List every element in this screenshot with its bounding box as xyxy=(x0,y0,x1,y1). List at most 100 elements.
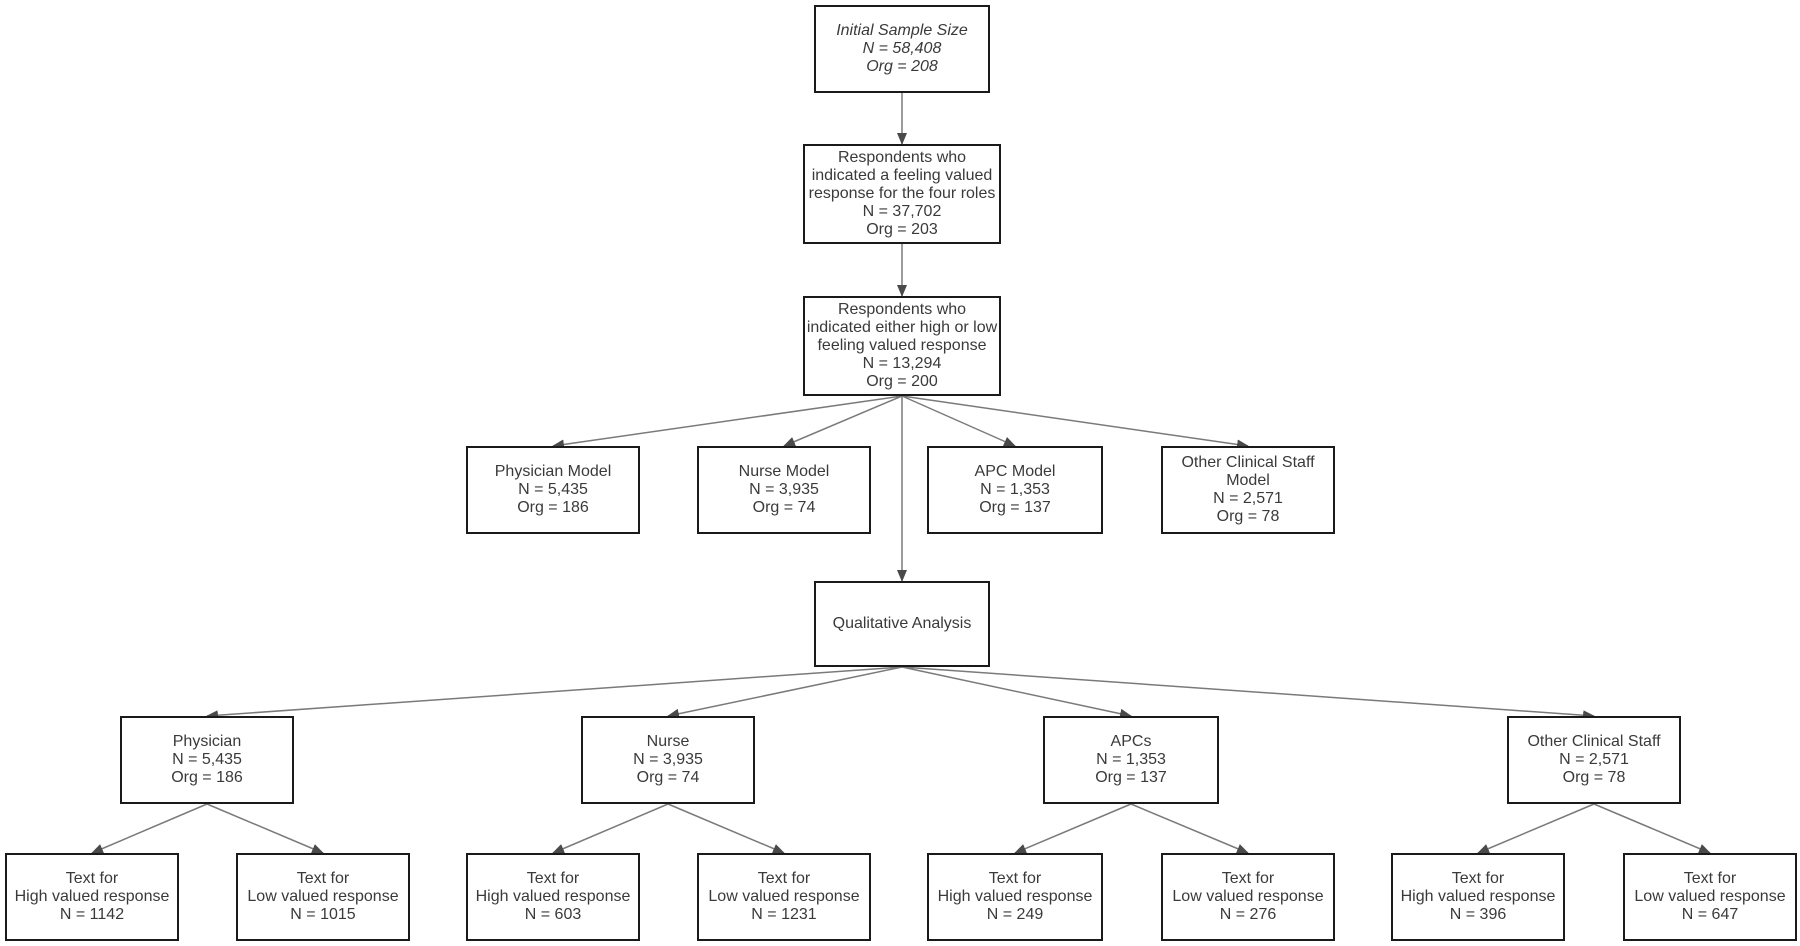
physician-model-org: Org = 186 xyxy=(517,499,589,516)
qualitative-analysis-box: Qualitative Analysis xyxy=(814,581,990,667)
nurse-model-org: Org = 74 xyxy=(752,499,816,516)
nurse-n: N = 3,935 xyxy=(633,751,703,768)
text-box-line-1: Text for xyxy=(296,870,350,887)
connector-arrow xyxy=(901,666,1595,721)
physician-model-box: Physician Model N = 5,435 Org = 186 xyxy=(466,446,640,534)
text-box-line-2: Low valued response xyxy=(1172,888,1324,905)
nurse-low-text-box: Text for Low valued response N = 1231 xyxy=(697,853,871,941)
other-low-text-box: Text for Low valued response N = 647 xyxy=(1623,853,1797,941)
physician-high-text-box: Text for High valued response N = 1142 xyxy=(5,853,179,941)
text-box-n: N = 249 xyxy=(986,906,1044,923)
connector-arrow xyxy=(901,395,1249,450)
connector-arrow xyxy=(667,666,903,719)
text-box-line-1: Text for xyxy=(1221,870,1275,887)
nurse-model-box: Nurse Model N = 3,935 Org = 74 xyxy=(697,446,871,534)
physician-model-n: N = 5,435 xyxy=(518,481,588,498)
physician-title: Physician xyxy=(172,733,242,750)
connector-arrow xyxy=(552,803,669,854)
text-box-line-1: Text for xyxy=(1683,870,1737,887)
text-box-n: N = 396 xyxy=(1449,906,1507,923)
high-low-line-1: Respondents who xyxy=(837,301,967,318)
apc-model-box: APC Model N = 1,353 Org = 137 xyxy=(927,446,1103,534)
initial-sample-title: Initial Sample Size xyxy=(836,22,968,39)
initial-sample-box: Initial Sample Size N = 58,408 Org = 208 xyxy=(814,5,990,93)
other-model-org: Org = 78 xyxy=(1216,508,1280,525)
other-model-n: N = 2,571 xyxy=(1213,490,1283,507)
nurse-model-n: N = 3,935 xyxy=(749,481,819,498)
text-box-line-1: Text for xyxy=(757,870,811,887)
text-box-line-2: High valued response xyxy=(475,888,631,905)
other-org: Org = 78 xyxy=(1562,769,1626,786)
apc-model-title: APC Model xyxy=(974,463,1056,480)
text-box-line-1: Text for xyxy=(65,870,119,887)
initial-sample-n: N = 58,408 xyxy=(862,40,942,57)
nurse-box: Nurse N = 3,935 Org = 74 xyxy=(581,716,755,804)
physician-box: Physician N = 5,435 Org = 186 xyxy=(120,716,294,804)
high-low-response-box: Respondents who indicated either high or… xyxy=(803,296,1001,396)
text-box-n: N = 276 xyxy=(1219,906,1277,923)
feeling-valued-box: Respondents who indicated a feeling valu… xyxy=(803,144,1001,244)
feeling-valued-line-2: indicated a feeling valued xyxy=(811,167,993,184)
other-high-text-box: Text for High valued response N = 396 xyxy=(1391,853,1565,941)
physician-low-text-box: Text for Low valued response N = 1015 xyxy=(236,853,410,941)
text-box-line-2: Low valued response xyxy=(708,888,860,905)
high-low-line-3: feeling valued response xyxy=(817,337,987,354)
high-low-n: N = 13,294 xyxy=(862,355,942,372)
feeling-valued-line-3: response for the four roles xyxy=(808,185,996,202)
text-box-line-2: Low valued response xyxy=(247,888,399,905)
nurse-model-title: Nurse Model xyxy=(738,463,830,480)
text-box-line-2: Low valued response xyxy=(1634,888,1786,905)
apcs-title: APCs xyxy=(1110,733,1152,750)
connector-arrow xyxy=(91,803,208,854)
other-clinical-staff-box: Other Clinical Staff N = 2,571 Org = 78 xyxy=(1507,716,1681,804)
feeling-valued-n: N = 37,702 xyxy=(862,203,942,220)
nurse-high-text-box: Text for High valued response N = 603 xyxy=(466,853,640,941)
nurse-title: Nurse xyxy=(646,733,690,750)
other-n: N = 2,571 xyxy=(1559,751,1629,768)
other-model-title-1: Other Clinical Staff xyxy=(1181,454,1315,471)
connector-arrow xyxy=(1477,803,1595,854)
qualitative-analysis-title: Qualitative Analysis xyxy=(832,615,972,632)
connector-arrow xyxy=(901,666,1132,719)
connector-arrow xyxy=(667,803,785,854)
connector-arrow xyxy=(1014,803,1132,854)
text-box-line-2: High valued response xyxy=(937,888,1093,905)
initial-sample-org: Org = 208 xyxy=(866,58,938,75)
connector-arrow xyxy=(206,803,324,854)
feeling-valued-line-1: Respondents who xyxy=(837,149,967,166)
feeling-valued-org: Org = 203 xyxy=(866,221,938,238)
connector-arrow xyxy=(1130,803,1249,854)
apcs-org: Org = 137 xyxy=(1095,769,1167,786)
connector-arrow xyxy=(783,395,903,447)
high-low-org: Org = 200 xyxy=(866,373,938,390)
text-box-n: N = 647 xyxy=(1681,906,1739,923)
connector-arrow xyxy=(901,395,1016,447)
apcs-high-text-box: Text for High valued response N = 249 xyxy=(927,853,1103,941)
physician-model-title: Physician Model xyxy=(494,463,612,480)
text-box-n: N = 1142 xyxy=(59,906,125,923)
other-title: Other Clinical Staff xyxy=(1527,733,1661,750)
apcs-low-text-box: Text for Low valued response N = 276 xyxy=(1161,853,1335,941)
text-box-n: N = 1231 xyxy=(751,906,817,923)
connector-arrow xyxy=(206,666,903,721)
text-box-n: N = 603 xyxy=(524,906,582,923)
text-box-n: N = 1015 xyxy=(290,906,356,923)
nurse-org: Org = 74 xyxy=(636,769,700,786)
connector-arrow xyxy=(552,395,903,450)
text-box-line-1: Text for xyxy=(1451,870,1505,887)
apcs-box: APCs N = 1,353 Org = 137 xyxy=(1043,716,1219,804)
apc-model-org: Org = 137 xyxy=(979,499,1051,516)
other-clinical-staff-model-box: Other Clinical Staff Model N = 2,571 Org… xyxy=(1161,446,1335,534)
physician-org: Org = 186 xyxy=(171,769,243,786)
text-box-line-1: Text for xyxy=(526,870,580,887)
text-box-line-2: High valued response xyxy=(14,888,170,905)
apc-model-n: N = 1,353 xyxy=(980,481,1050,498)
apcs-n: N = 1,353 xyxy=(1096,751,1166,768)
high-low-line-2: indicated either high or low xyxy=(806,319,998,336)
physician-n: N = 5,435 xyxy=(172,751,242,768)
connector-arrow xyxy=(1593,803,1711,854)
other-model-title-2: Model xyxy=(1226,472,1270,489)
text-box-line-2: High valued response xyxy=(1400,888,1556,905)
